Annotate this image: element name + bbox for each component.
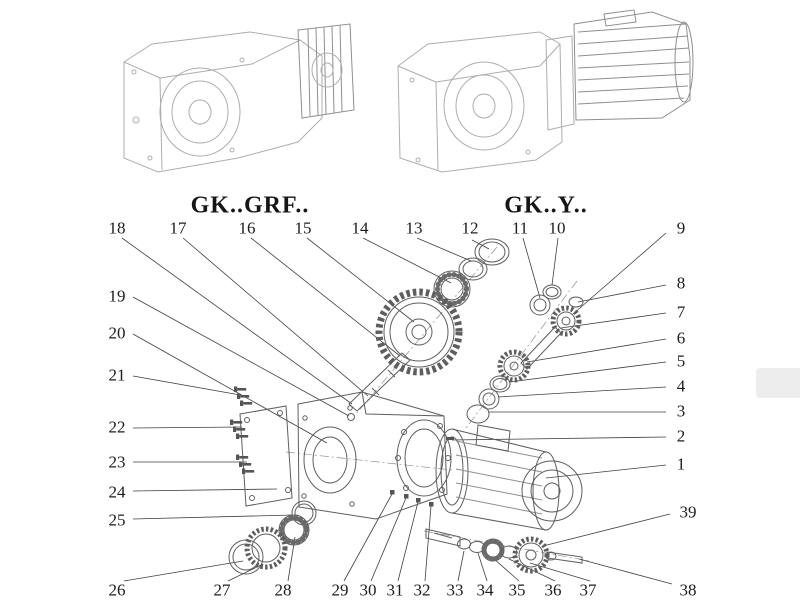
assembled-view-left-drawing — [123, 23, 355, 173]
callout-20: 20 — [108, 323, 126, 343]
callout-29: 29 — [331, 580, 349, 600]
assembled-view-right-drawing — [397, 9, 694, 173]
callout-32: 32 — [413, 580, 431, 600]
callout-31: 31 — [386, 580, 404, 600]
bevel-pinion-stack — [520, 284, 584, 370]
callout-21: 21 — [108, 365, 126, 385]
callout-39: 39 — [679, 502, 697, 522]
callout-26: 26 — [108, 580, 126, 600]
callout-3: 3 — [676, 401, 686, 421]
watermark — [756, 368, 800, 398]
callout-11: 11 — [511, 218, 529, 238]
callout-37: 37 — [579, 580, 597, 600]
callout-24: 24 — [108, 482, 126, 502]
callout-18: 18 — [108, 218, 126, 238]
callout-34: 34 — [476, 580, 494, 600]
model-label-gk-grf: GK..GRF.. — [190, 192, 310, 219]
callout-35: 35 — [508, 580, 526, 600]
model-label-gk-y: GK..Y.. — [504, 192, 588, 219]
gear-housing — [297, 391, 452, 520]
callout-22: 22 — [108, 417, 126, 437]
motor-mounting-fasteners — [390, 490, 434, 507]
leader-lines — [121, 232, 673, 585]
cover-plate-and-bolts — [230, 386, 293, 507]
callout-13: 13 — [405, 218, 423, 238]
callout-28: 28 — [274, 580, 292, 600]
callout-17: 17 — [169, 218, 187, 238]
callout-1: 1 — [676, 454, 686, 474]
callout-4: 4 — [676, 376, 686, 396]
intermediate-gear-stack — [466, 349, 531, 424]
callout-2: 2 — [676, 426, 686, 446]
callout-7: 7 — [676, 302, 686, 322]
callout-23: 23 — [108, 452, 126, 472]
callout-27: 27 — [213, 580, 231, 600]
callout-5: 5 — [676, 351, 686, 371]
callout-25: 25 — [108, 510, 126, 530]
callout-16: 16 — [238, 218, 256, 238]
callout-33: 33 — [446, 580, 464, 600]
output-seal-and-bearing-rings — [228, 500, 317, 575]
callout-14: 14 — [351, 218, 369, 238]
callout-9: 9 — [676, 218, 686, 238]
callout-10: 10 — [548, 218, 566, 238]
callout-8: 8 — [676, 273, 686, 293]
motor — [435, 424, 583, 531]
output-shaft-assembly — [425, 528, 583, 574]
callout-30: 30 — [359, 580, 377, 600]
callout-6: 6 — [676, 328, 686, 348]
callout-38: 38 — [679, 580, 697, 600]
callout-15: 15 — [294, 218, 312, 238]
callout-19: 19 — [108, 286, 126, 306]
callout-12: 12 — [461, 218, 479, 238]
input-shaft-gear-stack — [348, 238, 510, 412]
callout-36: 36 — [544, 580, 562, 600]
